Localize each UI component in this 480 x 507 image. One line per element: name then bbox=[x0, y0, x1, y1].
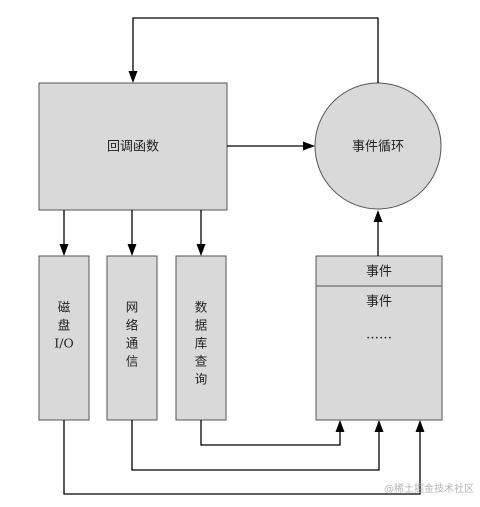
callback-box bbox=[38, 82, 228, 211]
database-label-line-5: 询 bbox=[195, 372, 208, 387]
disk-io-label-line-2: 盘 bbox=[58, 318, 71, 333]
arrowhead bbox=[59, 244, 69, 256]
connector-database-to-queue bbox=[200, 420, 345, 446]
database-label-line-3: 库 bbox=[195, 336, 208, 351]
arrowhead bbox=[127, 244, 137, 256]
network-box bbox=[106, 255, 158, 421]
network-label-line-1: 网 bbox=[126, 300, 139, 315]
database-label-line-2: 据 bbox=[195, 318, 208, 333]
connector-disk-io-to-queue bbox=[63, 420, 425, 495]
event-queue-ellipsis: …… bbox=[366, 328, 392, 343]
network-label-line-3: 通 bbox=[126, 336, 139, 351]
callback-node: 回调函数 bbox=[38, 82, 228, 211]
event-loop-label: 事件循环 bbox=[352, 140, 404, 155]
arrowhead bbox=[415, 420, 425, 432]
arrowhead bbox=[373, 210, 383, 222]
event-queue-node: 事件 事件 …… bbox=[315, 255, 443, 421]
connector-queue-to-loop bbox=[373, 210, 383, 256]
event-queue-header: 事件 bbox=[366, 265, 392, 280]
network-label-line-2: 络 bbox=[126, 318, 139, 333]
event-loop-node: 事件循环 bbox=[314, 82, 442, 210]
callback-label: 回调函数 bbox=[107, 140, 159, 155]
database-label-line-4: 查 bbox=[195, 354, 208, 369]
arrowhead bbox=[303, 141, 315, 151]
disk-io-label-line-1: 磁 bbox=[58, 300, 71, 315]
connector-callback-to-database bbox=[196, 210, 206, 256]
watermark: @稀土掘金技术社区 bbox=[384, 482, 474, 495]
connector-callback-to-loop bbox=[227, 141, 315, 151]
connector-network-to-queue bbox=[131, 420, 384, 471]
event-queue-item: 事件 bbox=[366, 295, 392, 310]
connector-callback-to-network bbox=[127, 210, 137, 256]
arrowhead bbox=[335, 420, 345, 432]
network-label-line-4: 信 bbox=[126, 354, 139, 369]
connector-callback-to-disk-io bbox=[59, 210, 69, 256]
database-label-line-1: 数 bbox=[195, 300, 208, 315]
connector-loop-to-callback bbox=[128, 17, 379, 83]
arrowhead bbox=[196, 244, 206, 256]
disk-io-node: 磁 盘 I/O bbox=[38, 255, 90, 421]
network-node: 网 络 通 信 bbox=[106, 255, 158, 421]
arrowhead bbox=[374, 420, 384, 432]
arrowhead bbox=[128, 71, 138, 83]
disk-io-label-line-3: I/O bbox=[54, 336, 73, 351]
database-node: 数 据 库 查 询 bbox=[175, 255, 227, 421]
